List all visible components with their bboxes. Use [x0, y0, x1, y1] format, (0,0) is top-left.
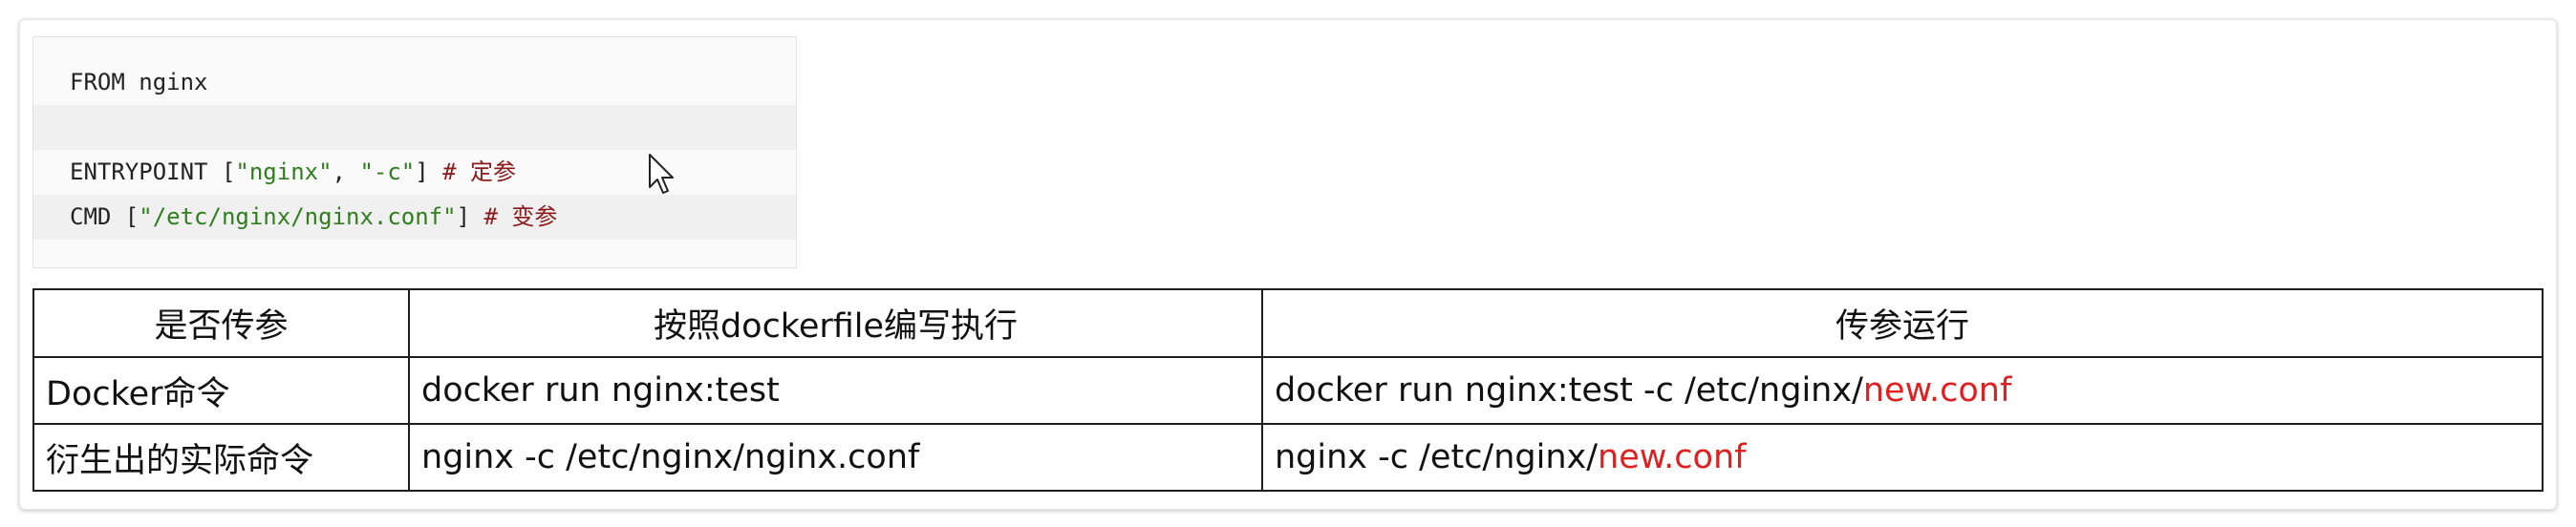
table-header-row: 是否传参 按照dockerfile编写执行 传参运行: [32, 288, 2544, 358]
code-comment: # 定参: [442, 158, 517, 185]
code-punct: ]: [415, 158, 443, 185]
code-keyword: CMD [: [70, 203, 140, 230]
code-string: "nginx": [235, 158, 333, 185]
highlight-text: new.conf: [1598, 438, 1747, 476]
command-text: nginx -c /etc/nginx/: [1275, 438, 1599, 476]
code-keyword: ENTRYPOINT [: [70, 158, 236, 185]
table-row: 衍生出的实际命令 nginx -c /etc/nginx/nginx.conf …: [32, 423, 2544, 492]
code-punct: ,: [332, 158, 360, 185]
code-punct: ]: [456, 203, 484, 230]
code-line-cmd: CMD ["/etc/nginx/nginx.conf"] # 变参: [33, 195, 796, 240]
code-line-from: FROM nginx: [33, 60, 796, 105]
header-cell: 传参运行: [1261, 288, 2544, 358]
command-text: docker run nginx:test -c /etc/nginx/: [1275, 371, 1863, 410]
code-line-empty: [33, 105, 796, 150]
code-line-entrypoint: ENTRYPOINT ["nginx", "-c"] # 定参: [33, 150, 796, 195]
header-cell: 是否传参: [32, 288, 410, 358]
table-cell: nginx -c /etc/nginx/new.conf: [1261, 423, 2544, 492]
table-cell: docker run nginx:test -c /etc/nginx/new.…: [1261, 356, 2544, 425]
code-string: "/etc/nginx/nginx.conf": [139, 203, 457, 230]
row-label: 衍生出的实际命令: [32, 423, 410, 492]
code-block: FROM nginx ENTRYPOINT ["nginx", "-c"] # …: [32, 36, 797, 268]
code-comment: # 变参: [483, 203, 558, 230]
mouse-pointer-icon: [649, 154, 674, 194]
code-string: "-c": [359, 158, 416, 185]
header-cell: 按照dockerfile编写执行: [408, 288, 1263, 358]
table-cell: nginx -c /etc/nginx/nginx.conf: [408, 423, 1263, 492]
table-row: Docker命令 docker run nginx:test docker ru…: [32, 356, 2544, 425]
code-text: FROM nginx: [70, 69, 208, 95]
highlight-text: new.conf: [1862, 371, 2012, 410]
table-cell: docker run nginx:test: [408, 356, 1263, 425]
row-label: Docker命令: [32, 356, 410, 425]
comparison-table: 是否传参 按照dockerfile编写执行 传参运行 Docker命令 dock…: [32, 288, 2544, 492]
